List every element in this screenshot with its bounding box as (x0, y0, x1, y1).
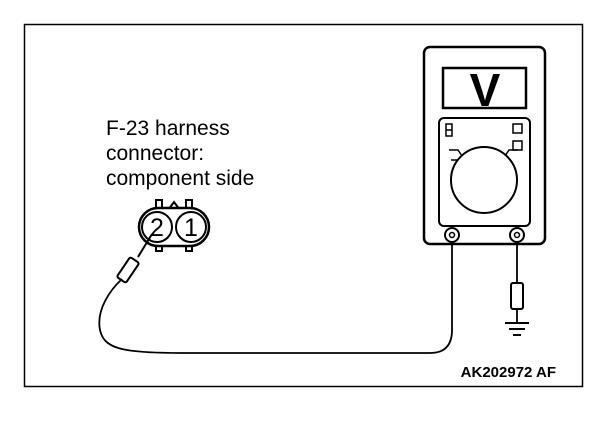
figure-frame (23, 23, 584, 388)
meter-indicator-top-right (512, 123, 523, 134)
probe-handle (116, 256, 140, 284)
multimeter: V (422, 45, 547, 246)
test-probe[interactable] (116, 233, 153, 284)
voltage-jack[interactable] (509, 227, 525, 243)
com-jack[interactable] (444, 227, 460, 243)
pin-1-outline (175, 211, 207, 243)
pin-2-label: 2 (150, 214, 164, 242)
ground-probe-handle (510, 282, 524, 310)
meter-display (441, 66, 528, 110)
ground-icon (505, 322, 529, 336)
harness-connector: 2 1 (137, 199, 211, 252)
ground-lead (510, 242, 524, 322)
connector-callout-line-1: F-23 harness (106, 117, 230, 140)
connector-callout-line-2: connector: (106, 142, 205, 165)
meter-mode-indicator: V (470, 64, 501, 116)
probe-lead-wire (98, 242, 453, 354)
connector-callout: F-23 harness connector: component side (106, 116, 254, 191)
connector-callout-line-3: component side (106, 167, 255, 190)
range-selector-dial[interactable] (450, 146, 518, 214)
pin-2-outline (141, 211, 173, 243)
figure-code: AK202972 AF (460, 364, 556, 381)
meter-indicator-mid-right (512, 140, 523, 151)
pin-1-label: 1 (184, 214, 198, 242)
